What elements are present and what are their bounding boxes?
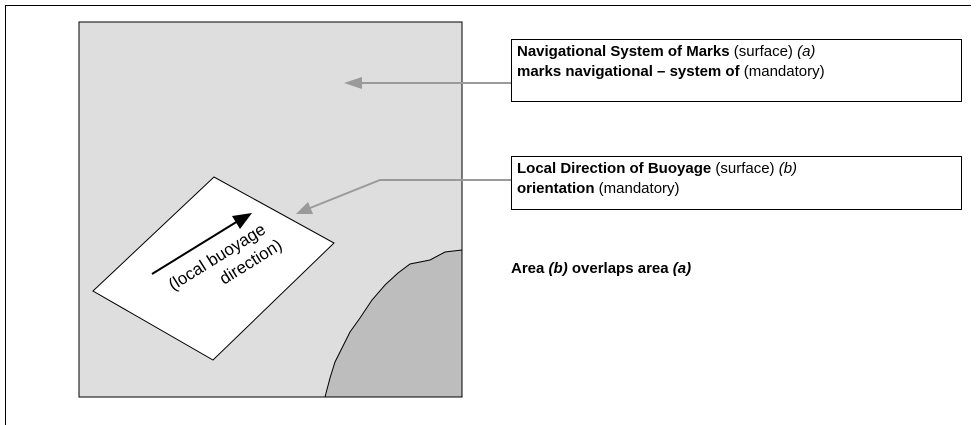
figure-frame — [5, 5, 971, 425]
leader-line-b — [309, 179, 511, 209]
land-area — [324, 249, 463, 398]
box-b-line2: orientation (mandatory) — [517, 180, 680, 197]
box-a-line1: Navigational System of Marks (surface) (… — [517, 43, 816, 60]
navigational-marks-label-box: Navigational System of Marks (surface) (… — [511, 39, 962, 102]
buoyage-direction-arrowhead — [232, 213, 252, 229]
box-a-line2: marks navigational – system of (mandator… — [517, 63, 825, 80]
leader-arrowhead-b — [296, 202, 313, 214]
overlap-note: Area (b) overlaps area (a) — [511, 260, 692, 277]
local-direction-area — [92, 176, 335, 361]
local-direction-label-box: Local Direction of Buoyage (surface) (b)… — [511, 156, 962, 210]
box-b-line1: Local Direction of Buoyage (surface) (b) — [517, 160, 798, 177]
buoyage-direction-arrow — [151, 220, 239, 275]
leader-arrowhead-a — [344, 77, 362, 89]
